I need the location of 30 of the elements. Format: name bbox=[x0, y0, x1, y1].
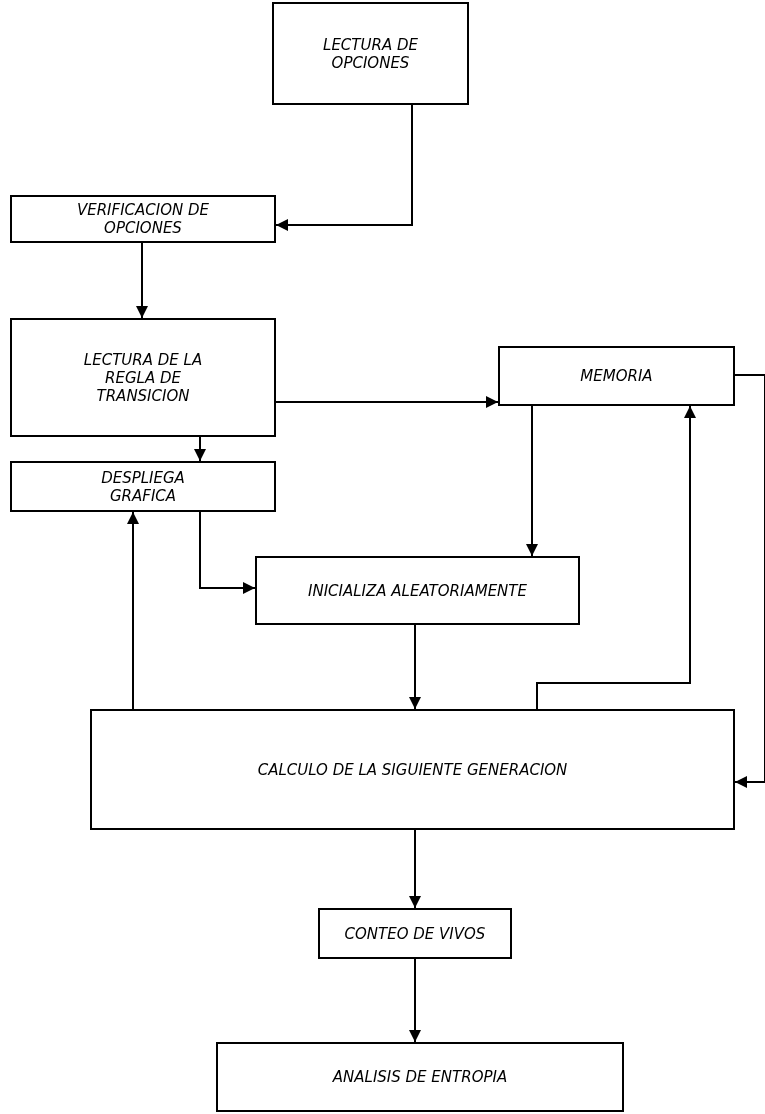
arrow bbox=[536, 405, 696, 710]
arrow bbox=[194, 436, 206, 462]
process-box bbox=[272, 2, 469, 105]
process-box bbox=[90, 709, 735, 830]
arrow bbox=[199, 511, 256, 594]
arrow bbox=[275, 104, 413, 231]
box-label: DESPLIEGA GRAFICA bbox=[100, 468, 186, 505]
arrow bbox=[734, 374, 765, 788]
box-label: LECTURA DE OPCIONES bbox=[322, 35, 419, 72]
box-label: VERIFICACION DE OPCIONES bbox=[75, 201, 211, 237]
box-label: LECTURA DE LA REGLA DE TRANSICION bbox=[82, 350, 204, 405]
arrow bbox=[409, 958, 421, 1043]
box-label: CONTEO DE VIVOS bbox=[343, 924, 487, 943]
process-box bbox=[10, 318, 276, 437]
box-label: ANALISIS DE ENTROPIA bbox=[331, 1068, 509, 1086]
arrow bbox=[409, 829, 421, 909]
arrow bbox=[409, 624, 421, 710]
arrow bbox=[526, 405, 538, 557]
arrow bbox=[275, 396, 499, 408]
box-label: INICIALIZA ALEATORIAMENTE bbox=[307, 581, 528, 600]
arrow bbox=[127, 511, 139, 710]
process-box bbox=[10, 461, 276, 512]
process-box bbox=[498, 346, 735, 406]
process-box bbox=[216, 1042, 624, 1112]
arrow bbox=[136, 242, 148, 319]
box-label: MEMORIA bbox=[579, 367, 654, 385]
process-box bbox=[318, 908, 512, 959]
process-box bbox=[10, 195, 276, 243]
box-label: CALCULO DE LA SIGUIENTE GENERACION bbox=[256, 760, 569, 779]
process-box bbox=[255, 556, 580, 625]
